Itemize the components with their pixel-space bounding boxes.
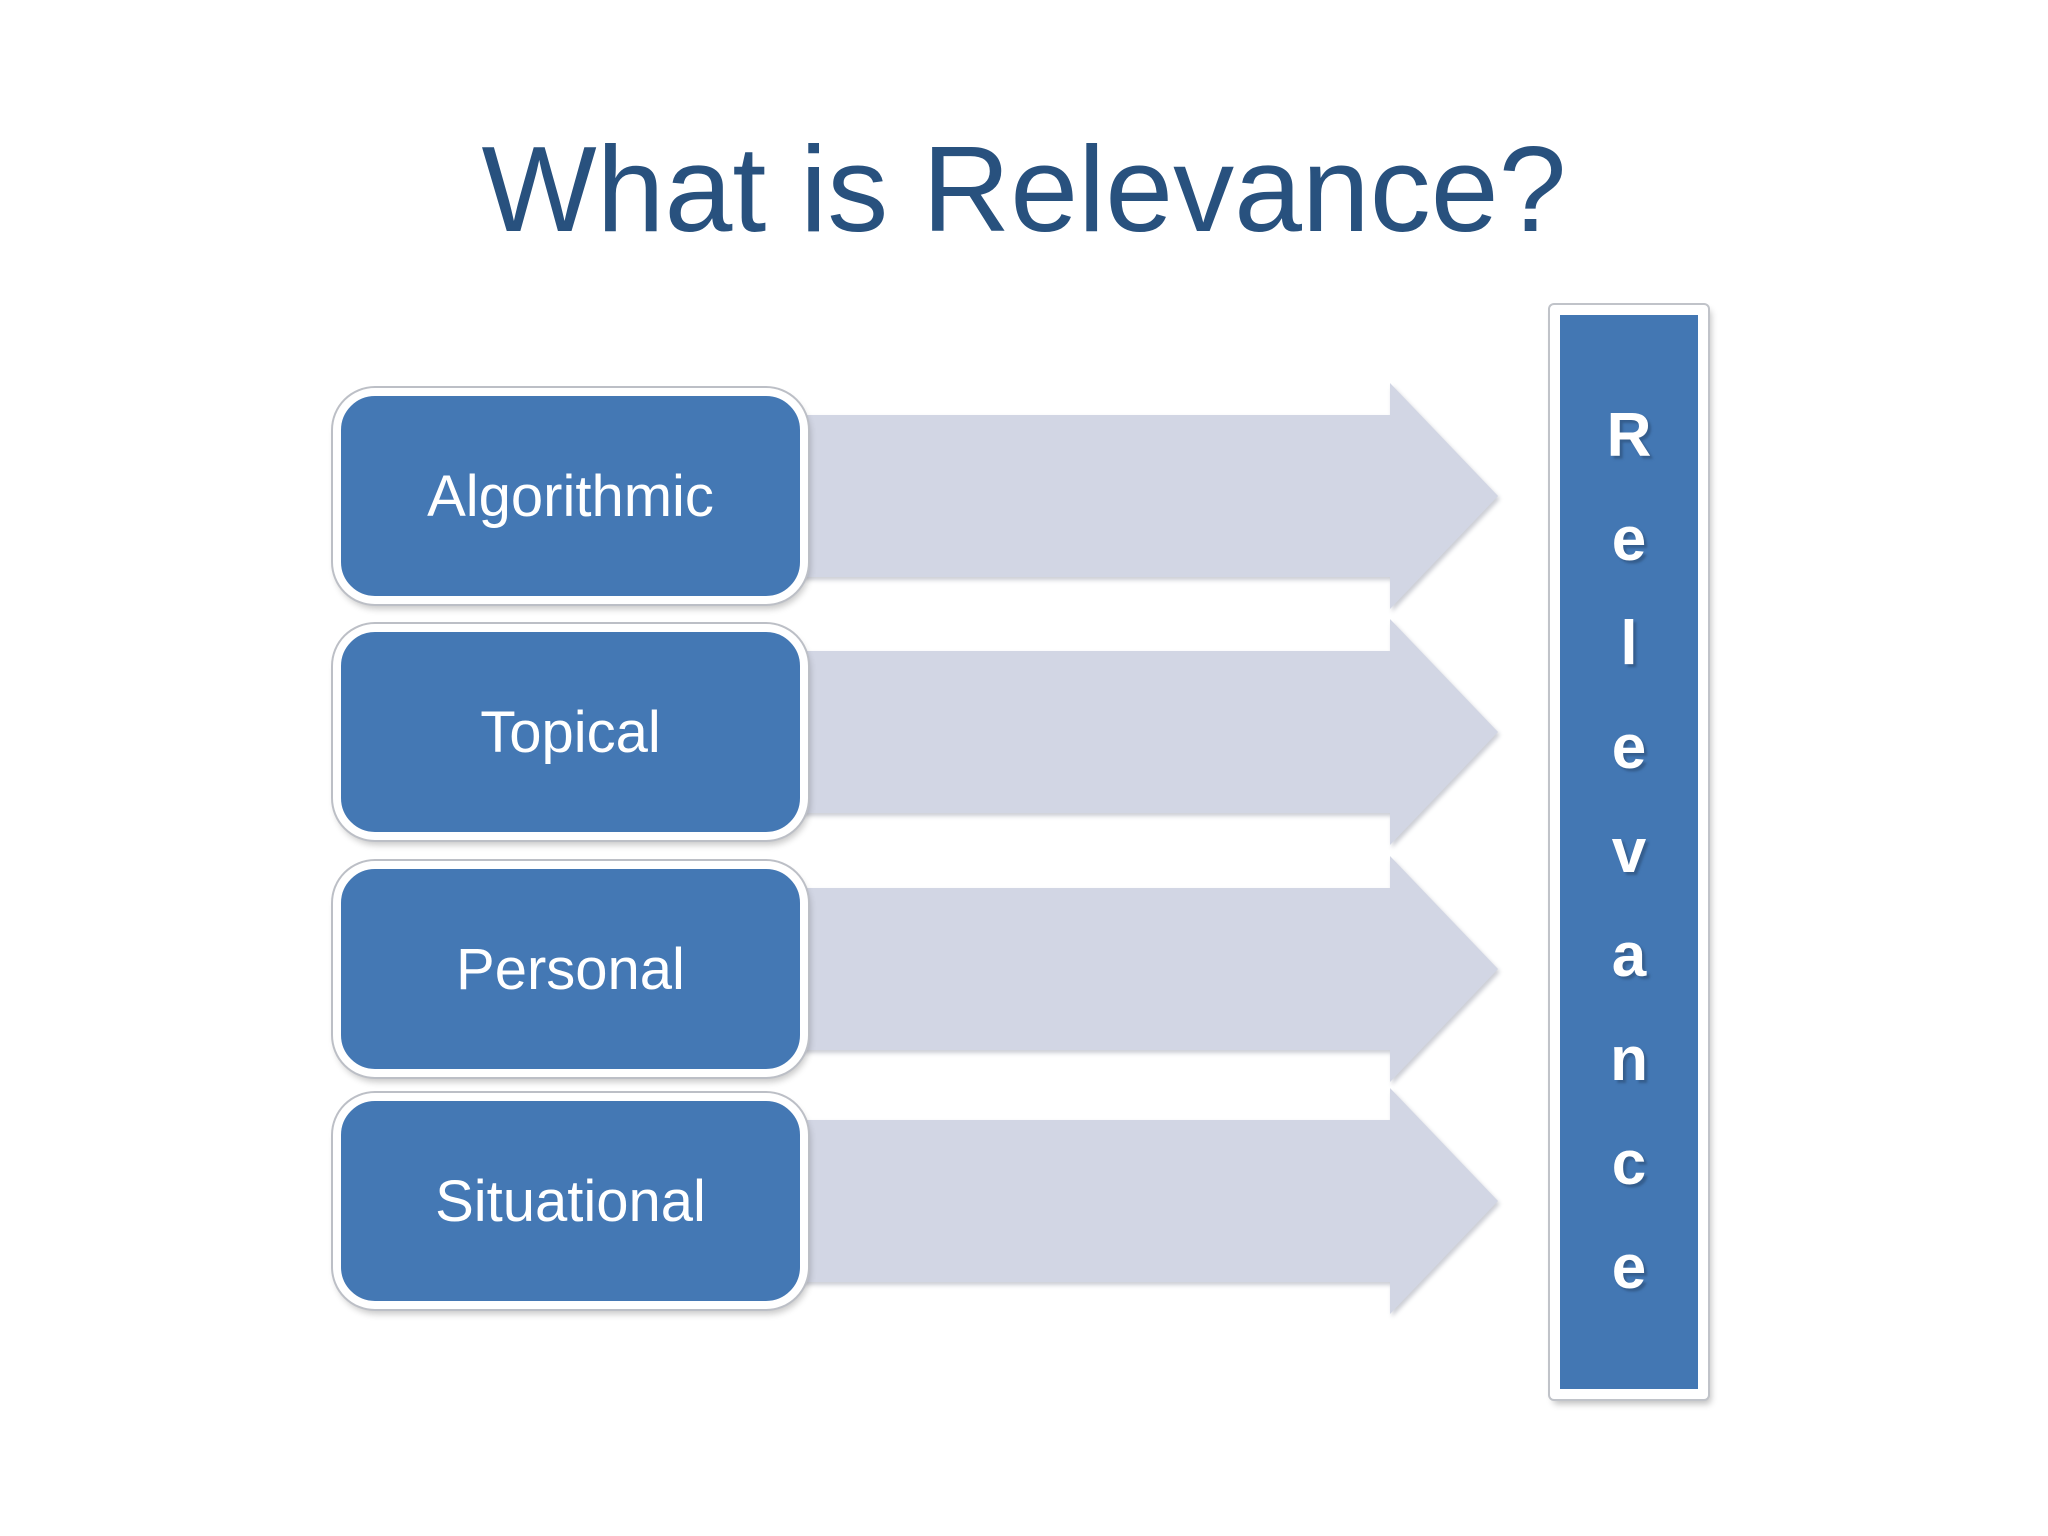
box-personal: Personal xyxy=(333,861,808,1077)
bar-letter: n xyxy=(1610,1025,1648,1094)
right-arrow-icon xyxy=(778,856,1498,1082)
box-label: Algorithmic xyxy=(427,463,714,529)
box-topical: Topical xyxy=(333,624,808,840)
flow-arrow-1 xyxy=(778,383,1498,609)
box-label: Situational xyxy=(435,1168,706,1234)
bar-letter: e xyxy=(1611,505,1647,574)
bar-letter: v xyxy=(1611,817,1647,886)
bar-letter: e xyxy=(1611,1233,1647,1302)
bar-letter: R xyxy=(1606,401,1652,470)
flow-arrow-3 xyxy=(778,856,1498,1082)
right-arrow-icon xyxy=(778,619,1498,845)
bar-letter: a xyxy=(1611,921,1647,990)
flow-arrow-2 xyxy=(778,619,1498,845)
box-label: Topical xyxy=(480,699,661,765)
bar-letter: e xyxy=(1611,713,1647,782)
right-arrow-icon xyxy=(778,1088,1498,1314)
box-situational: Situational xyxy=(333,1093,808,1309)
page-title: What is Relevance? xyxy=(481,121,1567,257)
box-algorithmic: Algorithmic xyxy=(333,388,808,604)
bar-letter: c xyxy=(1611,1129,1647,1198)
flow-arrow-4 xyxy=(778,1088,1498,1314)
bar-letter: l xyxy=(1620,609,1638,678)
relevance-bar: R e l e v a n c e xyxy=(1550,305,1708,1399)
box-label: Personal xyxy=(456,936,685,1002)
right-arrow-icon xyxy=(778,383,1498,609)
